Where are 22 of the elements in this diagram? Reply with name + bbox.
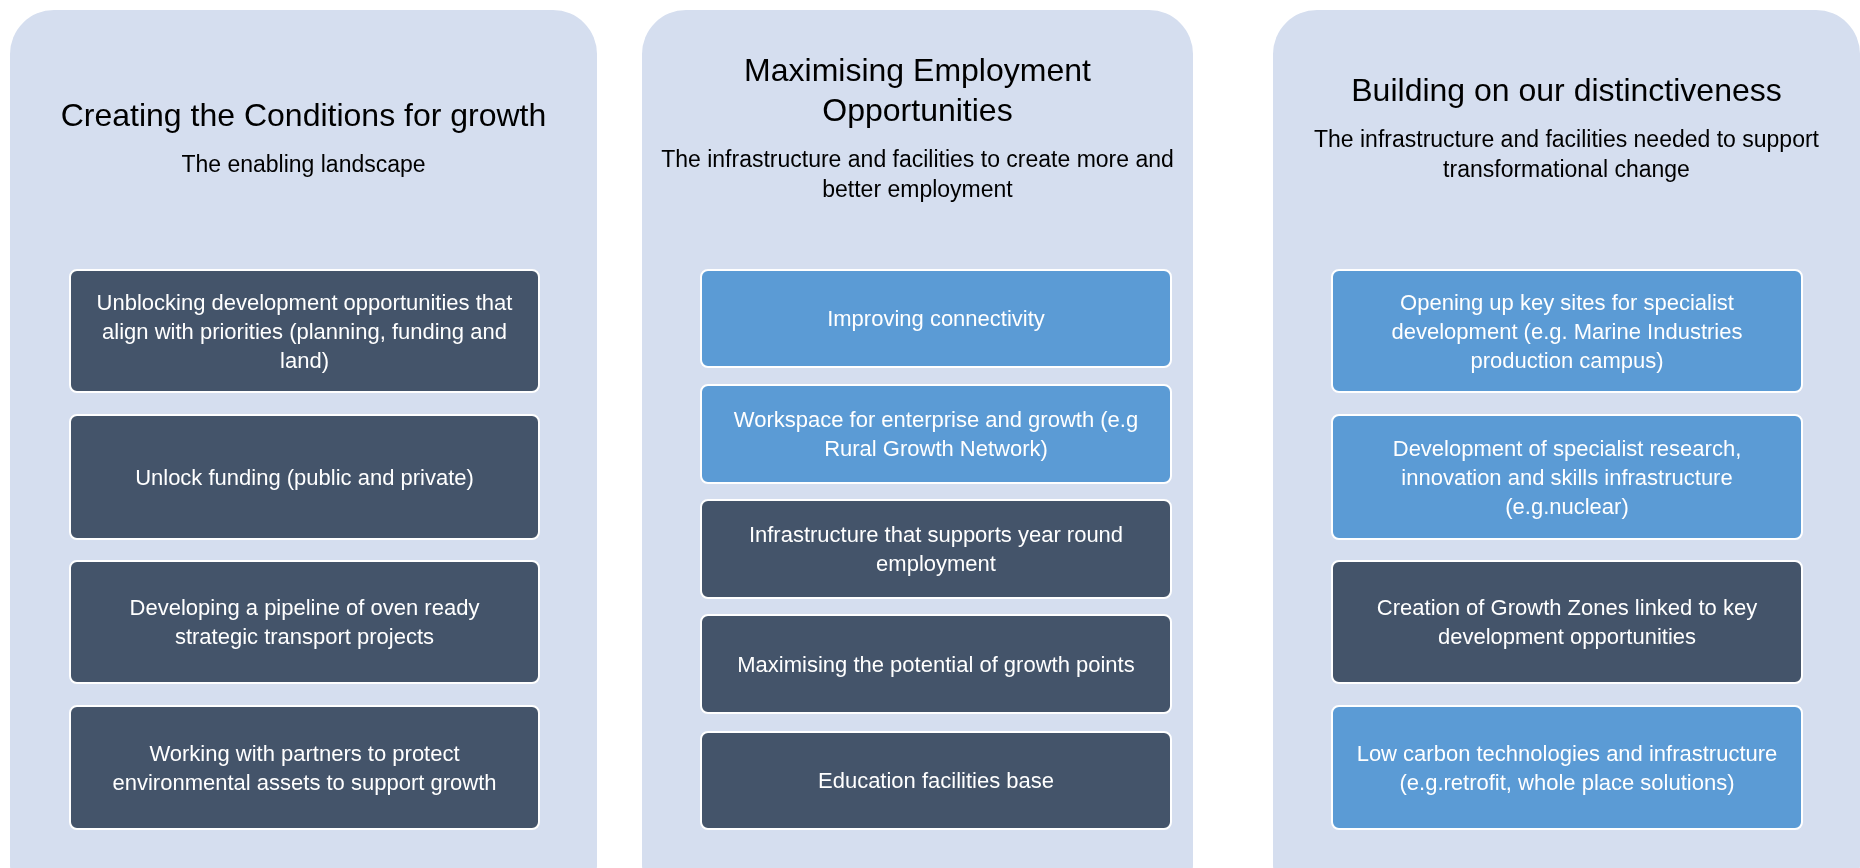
panel-heading: Maximising Employment Opportunities: [743, 51, 1092, 130]
panel-subheading: The infrastructure and facilities to create more and better employment: [660, 145, 1175, 204]
item-box: Creation of Growth Zones linked to key development opportunities: [1331, 560, 1803, 684]
panel-heading: Building on our distinctiveness: [1350, 71, 1783, 110]
item-box: Education facilities base: [700, 731, 1172, 830]
item-box: Working with partners to protect environmental assets to support growth: [69, 705, 540, 830]
item-box: Workspace for enterprise and growth (e.g Rural Growth Network): [700, 384, 1172, 484]
item-box: Opening up key sites for specialist development (e.g. Marine Industries production campus): [1331, 269, 1803, 393]
category-panel: [1273, 10, 1860, 868]
item-box: Developing a pipeline of oven ready strategic transport projects: [69, 560, 540, 684]
item-box: Unlock funding (public and private): [69, 414, 540, 540]
category-panel: [642, 10, 1193, 868]
panel-subheading: The enabling landscape: [180, 150, 427, 179]
category-panel: [10, 10, 597, 868]
item-box: Development of specialist research, innovation and skills infrastructure (e.g.nuclear): [1331, 414, 1803, 540]
item-box: Low carbon technologies and infrastructure (e.g.retrofit, whole place solutions): [1331, 705, 1803, 830]
item-box: Infrastructure that supports year round employment: [700, 499, 1172, 599]
item-box: Improving connectivity: [700, 269, 1172, 368]
item-box: Maximising the potential of growth points: [700, 614, 1172, 714]
panel-heading: Creating the Conditions for growth: [59, 96, 548, 135]
panel-subheading: The infrastructure and facilities needed to support transformational change: [1313, 125, 1820, 184]
item-box: Unblocking development opportunities that align with priorities (planning, funding and land): [69, 269, 540, 393]
